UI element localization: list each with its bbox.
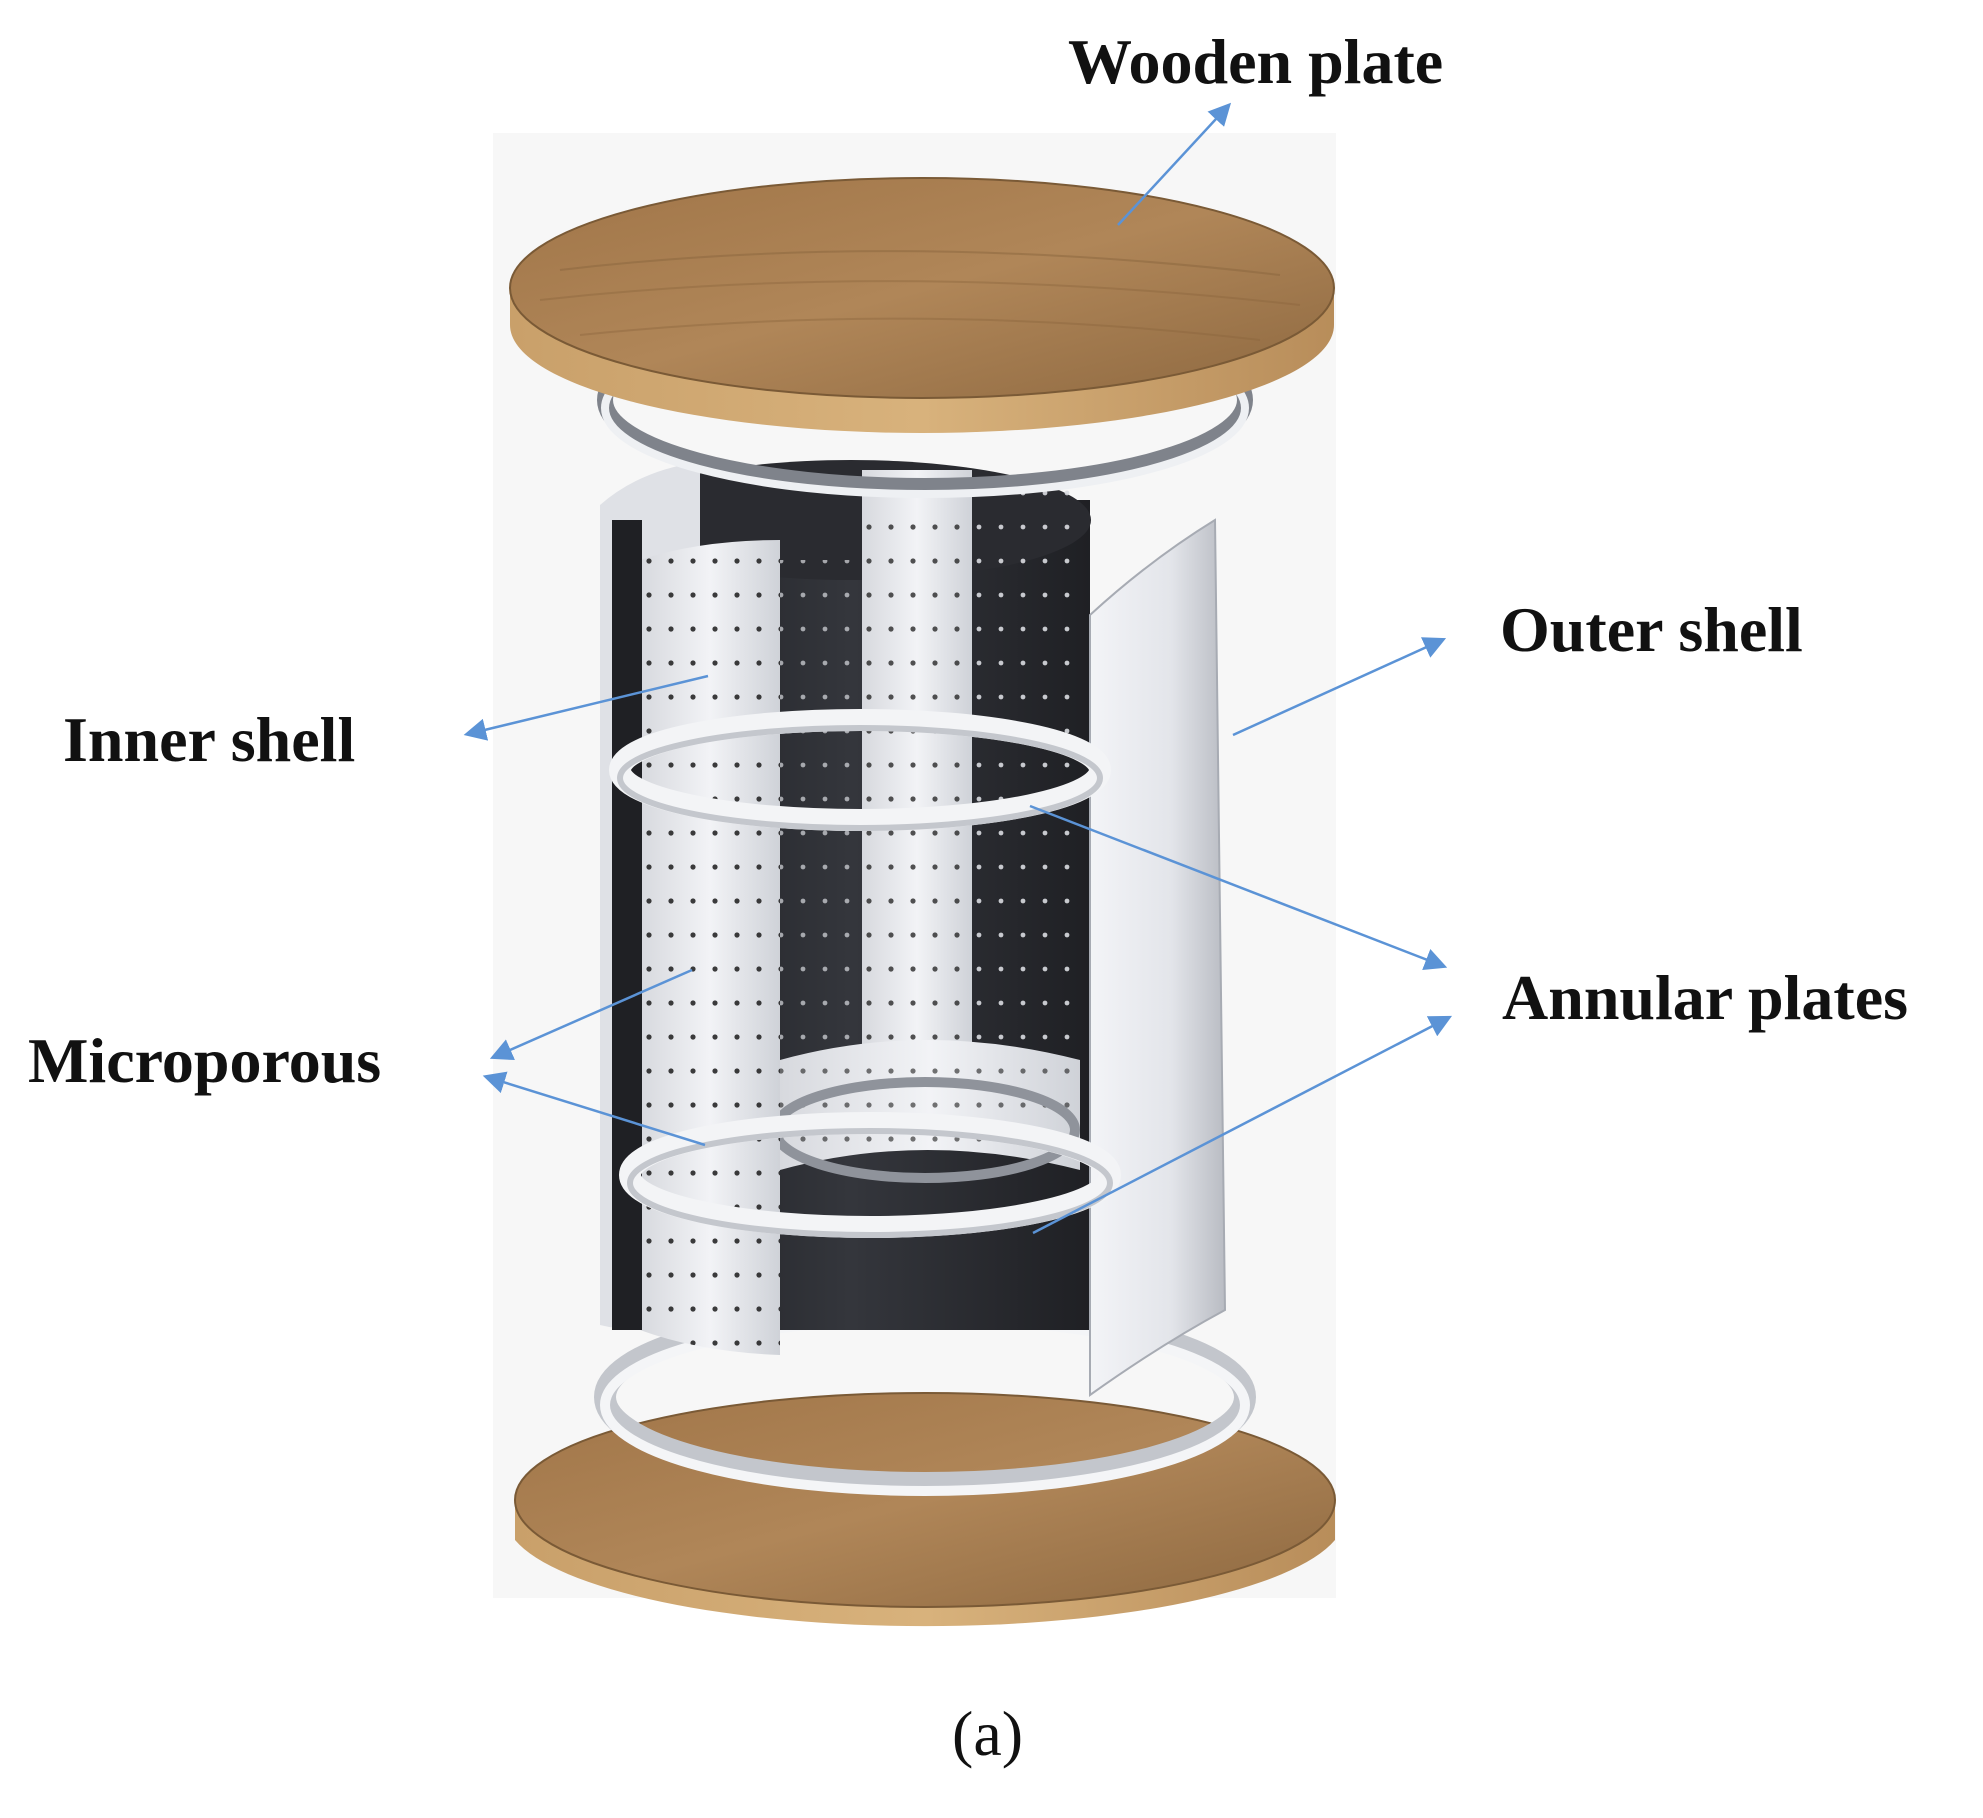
top-wooden-plate: [509, 177, 1335, 433]
arrow-microporous-lower: [482, 1071, 706, 1147]
label-microporous: Microporous: [28, 1025, 382, 1096]
gap-strip: [612, 520, 642, 1330]
arrow-annular-plate-lower: [1032, 1015, 1452, 1235]
label-annular-plates: Annular plates: [1502, 962, 1909, 1033]
label-inner-shell: Inner shell: [63, 704, 356, 775]
leader-arrows: [463, 102, 1452, 1235]
arrow-inner-shell: [463, 674, 709, 741]
arrow-outer-shell: [1232, 637, 1447, 737]
middle-annular-plate-lower: [619, 1112, 1121, 1238]
outer-shell-panel: [1089, 518, 1227, 1397]
arrow-annular-plate-upper: [1029, 804, 1448, 970]
middle-annular-plate-upper: [609, 709, 1111, 831]
figure-caption: (a): [952, 1698, 1024, 1769]
label-outer-shell: Outer shell: [1500, 594, 1803, 665]
arrow-microporous-upper: [489, 968, 693, 1061]
arrow-wooden-plate: [1117, 102, 1232, 226]
label-wooden-plate: Wooden plate: [1068, 26, 1444, 97]
bottom-wooden-plate: [514, 1392, 1336, 1627]
inner-shell-front-panel: [640, 540, 780, 1355]
